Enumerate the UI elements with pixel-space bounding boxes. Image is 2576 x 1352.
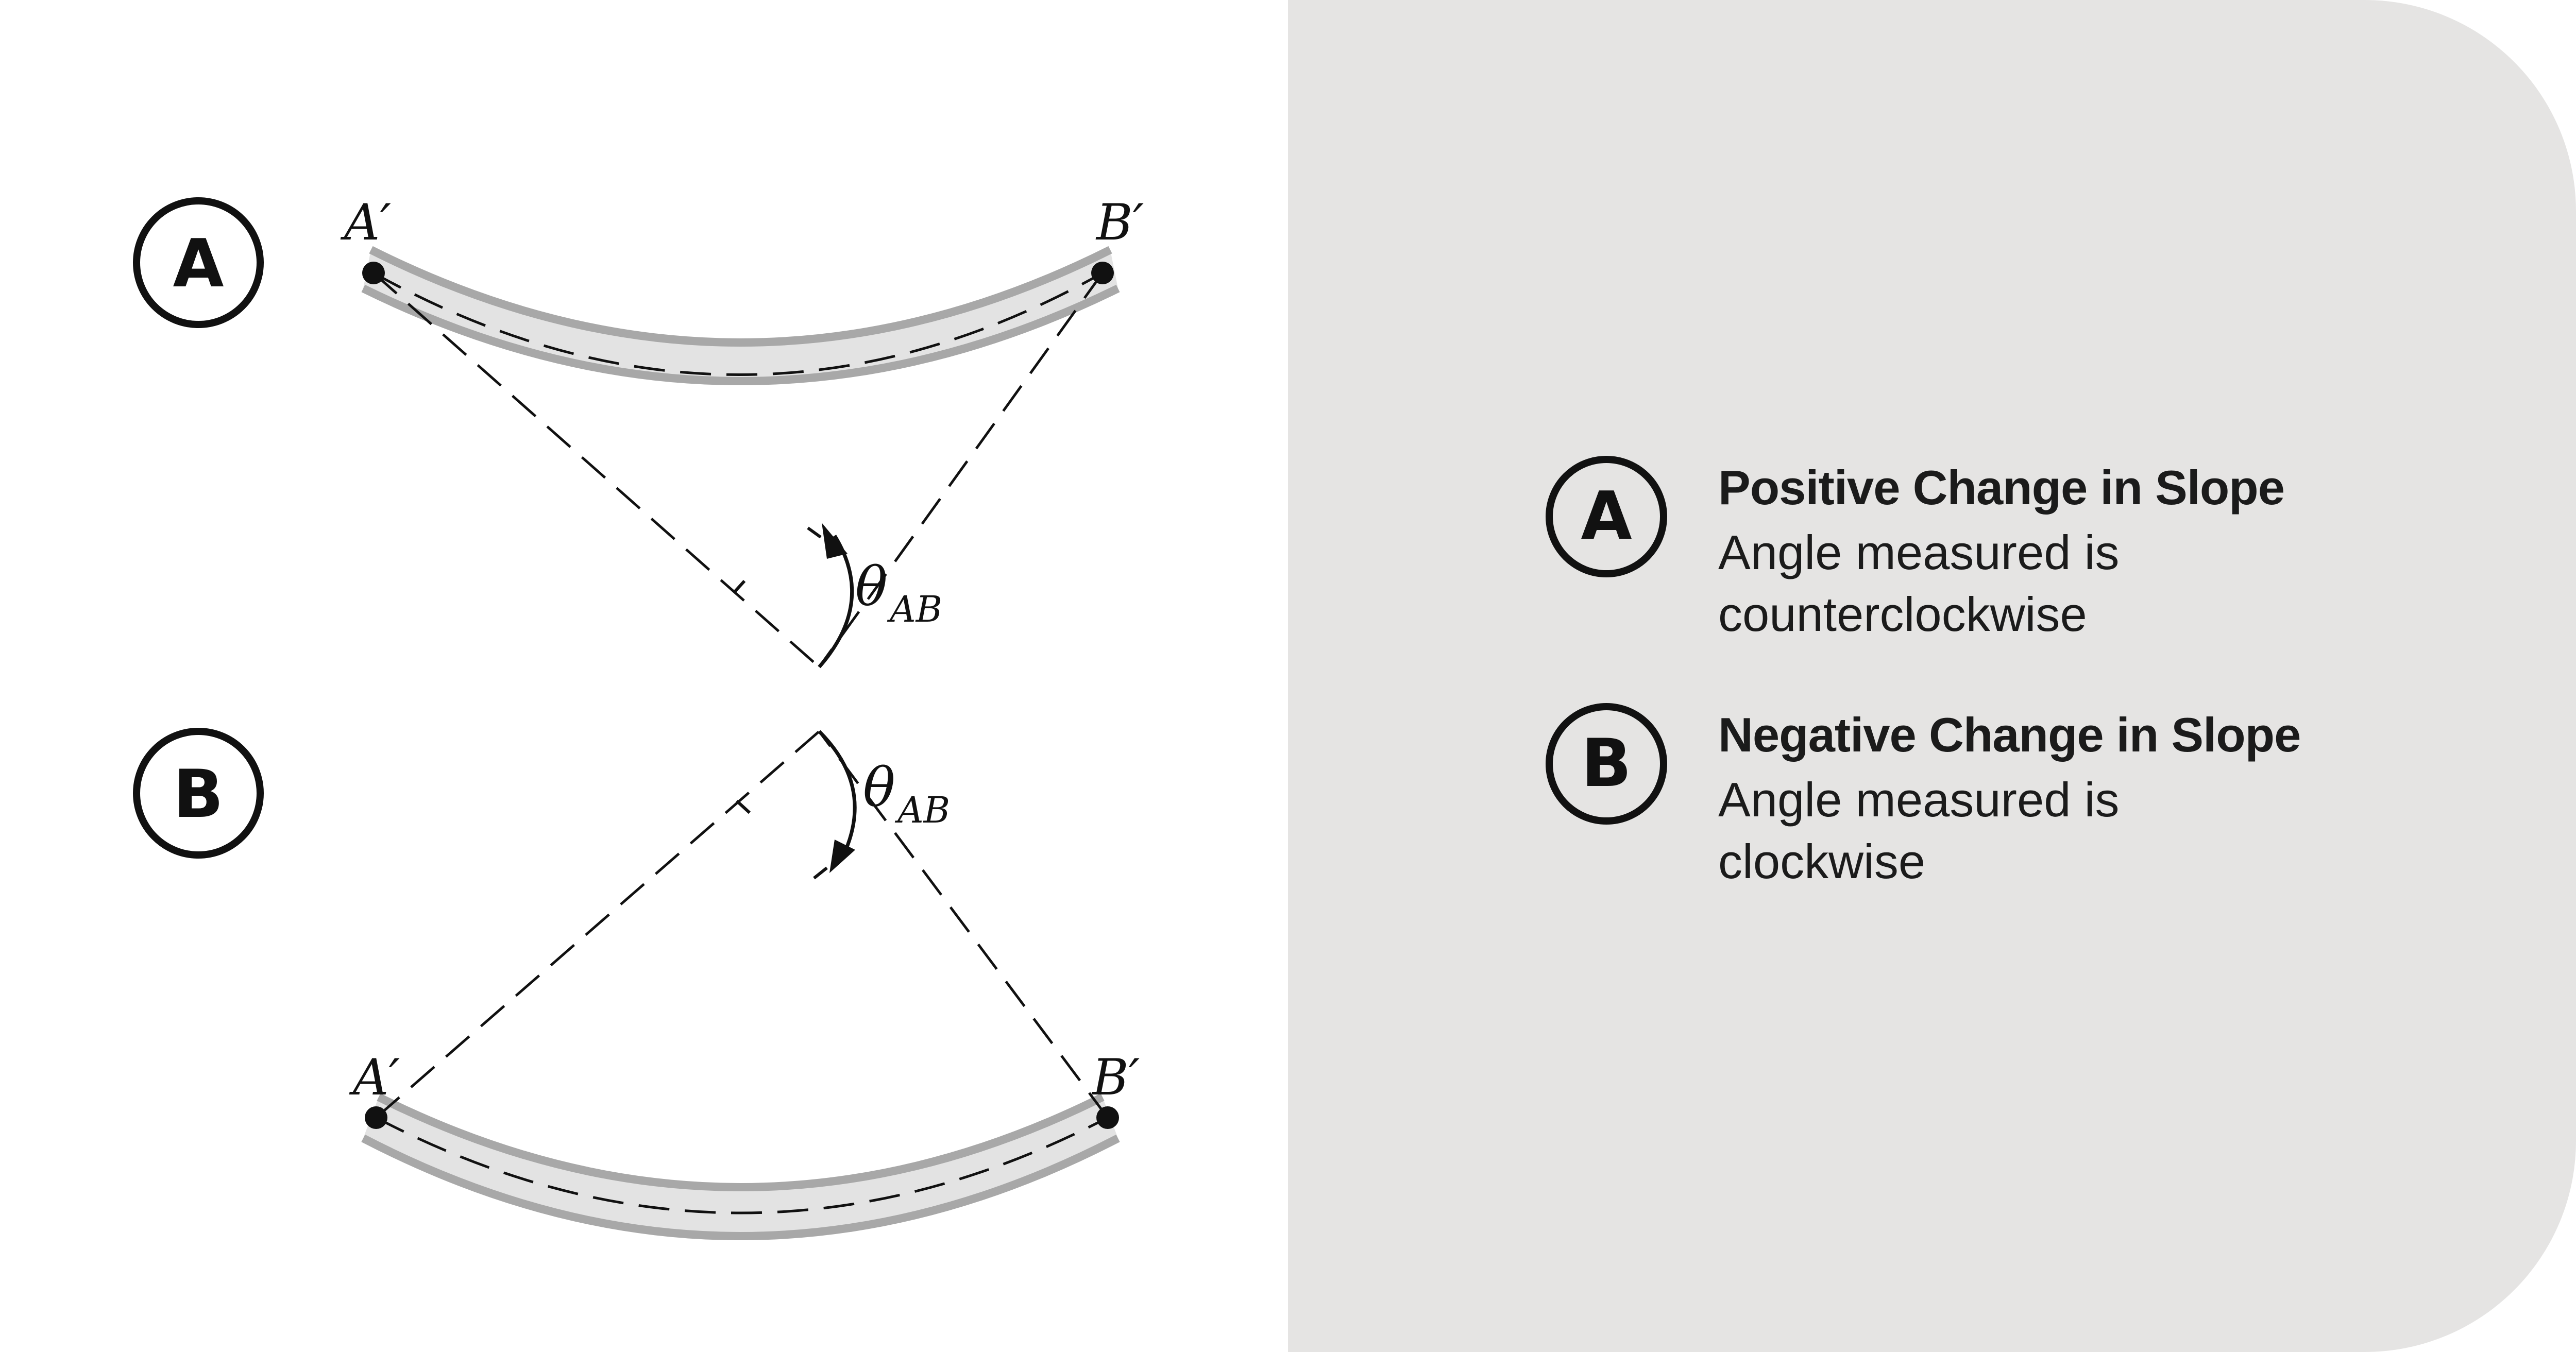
case-a-group: A A′ B′ θ AB xyxy=(133,194,1144,669)
legend-title-positive: Positive Change in Slope xyxy=(1718,460,2285,515)
case-a-tangent-b xyxy=(818,272,1104,668)
case-a-point-b xyxy=(1091,262,1114,284)
legend-marker-a: A xyxy=(1546,456,1667,577)
case-b-neutral-axis xyxy=(375,1116,1109,1214)
legend-desc-negative: Angle measured is clockwise xyxy=(1718,773,2120,888)
svg-text:A: A xyxy=(173,226,224,302)
case-b-arrowhead xyxy=(829,840,855,873)
slope-change-diagram: A A′ B′ θ AB B xyxy=(133,194,1144,1240)
case-a-beam-top-edge xyxy=(369,246,1112,347)
case-b-label-a-prime: A′ xyxy=(349,1049,400,1106)
case-b-beam-bottom-edge xyxy=(361,1134,1120,1240)
case-a-beam-bottom-edge xyxy=(361,284,1120,385)
legend-item-negative: B Negative Change in Slope Angle measure… xyxy=(1546,703,2421,888)
case-b-tick-right xyxy=(813,866,828,880)
case-b-tick-left xyxy=(735,799,751,814)
case-b-angle-label: θ AB xyxy=(863,756,950,831)
case-a-arrowhead xyxy=(822,523,848,559)
legend-desc-positive: Angle measured is counterclockwise xyxy=(1718,525,2120,641)
case-b-tangent-b xyxy=(818,730,1109,1119)
case-b-angle-arc xyxy=(818,730,857,859)
legend-marker-b: B xyxy=(1546,703,1667,825)
case-b-point-b xyxy=(1096,1106,1119,1129)
case-a-beam xyxy=(363,250,1118,381)
case-b-tangent-a xyxy=(375,730,820,1119)
legend-item-positive: A Positive Change in Slope Angle measure… xyxy=(1546,456,2421,641)
case-b-beam-top-edge xyxy=(377,1093,1105,1191)
case-a-angle-label: θ AB xyxy=(855,555,942,630)
case-a-neutral-axis xyxy=(372,271,1104,376)
case-b-beam xyxy=(363,1097,1118,1236)
case-b-marker: B xyxy=(133,728,264,859)
case-a-label-b-prime: B′ xyxy=(1095,194,1144,251)
case-a-tangent-a xyxy=(372,272,820,668)
case-b-label-b-prime: B′ xyxy=(1091,1049,1140,1106)
case-a-point-a xyxy=(362,262,385,284)
legend-title-negative: Negative Change in Slope xyxy=(1718,708,2301,762)
case-a-tick-right xyxy=(807,526,822,539)
case-a-marker: A xyxy=(133,197,264,328)
case-a-label-a-prime: A′ xyxy=(340,194,391,251)
case-b-point-a xyxy=(365,1106,387,1129)
case-a-tick-left xyxy=(733,579,746,594)
case-b-group: B A′ B′ θ AB xyxy=(133,728,1140,1240)
legend-panel xyxy=(1288,0,2576,1352)
svg-text:B: B xyxy=(173,756,224,833)
